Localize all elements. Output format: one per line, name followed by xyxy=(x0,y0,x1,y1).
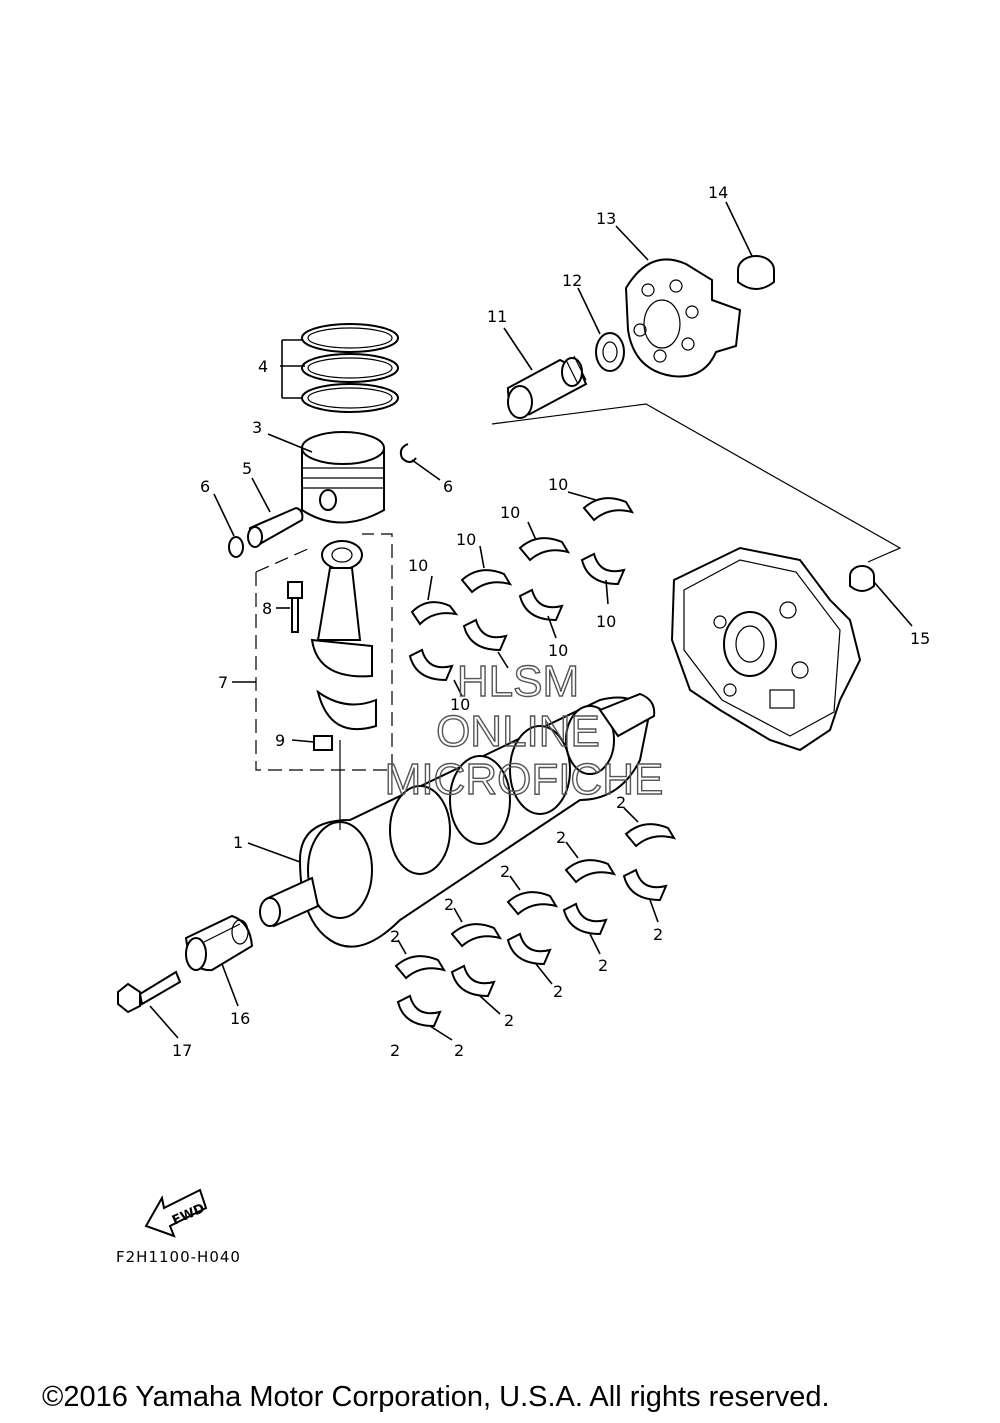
fwd-arrow: FWD xyxy=(144,1188,207,1238)
callout-15: 15 xyxy=(910,629,930,648)
diagram-code: F2H1100-H040 xyxy=(116,1248,241,1266)
callout-4: 4 xyxy=(258,357,268,376)
callout-3: 3 xyxy=(252,418,262,437)
callout-12: 12 xyxy=(562,271,582,290)
callout-10: 10 xyxy=(548,475,568,494)
callout-2: 2 xyxy=(444,895,454,914)
coupling-parts xyxy=(491,201,902,563)
callout-labels: 1 2 2 2 2 2 2 2 2 2 2 2 3 4 5 6 6 7 8 9 … xyxy=(172,183,930,1060)
callout-16: 16 xyxy=(230,1009,250,1028)
callout-2: 2 xyxy=(390,927,400,946)
callout-2: 2 xyxy=(454,1041,464,1060)
callout-2: 2 xyxy=(553,982,563,1001)
watermark-line-3: MICROFICHE xyxy=(385,755,664,804)
callout-10: 10 xyxy=(456,530,476,549)
callout-2: 2 xyxy=(616,793,626,812)
piston-pin xyxy=(247,477,304,548)
callout-13: 13 xyxy=(596,209,616,228)
lower-bearings xyxy=(394,807,677,1041)
watermark: HLSM ONLINE MICROFICHE xyxy=(384,656,664,804)
callout-10: 10 xyxy=(548,641,568,660)
copyright-notice: ©2016 Yamaha Motor Corporation, U.S.A. A… xyxy=(42,1381,830,1413)
crankshaft xyxy=(247,692,656,948)
callout-2: 2 xyxy=(598,956,608,975)
callout-2: 2 xyxy=(653,925,663,944)
watermark-line-2: ONLINE xyxy=(436,707,600,756)
piston-rings xyxy=(280,323,399,413)
callout-2: 2 xyxy=(390,1041,400,1060)
callout-14: 14 xyxy=(708,183,728,202)
callout-2: 2 xyxy=(556,828,566,847)
callout-17: 17 xyxy=(172,1041,192,1060)
callout-6: 6 xyxy=(200,477,210,496)
upper-bearings xyxy=(408,491,635,697)
callout-10: 10 xyxy=(408,556,428,575)
damper-and-bolt xyxy=(117,914,254,1039)
callout-9: 9 xyxy=(275,731,285,750)
piston xyxy=(267,431,385,524)
watermark-line-1: HLSM xyxy=(457,657,579,706)
callout-7: 7 xyxy=(218,673,228,692)
callout-10: 10 xyxy=(596,612,616,631)
callout-10: 10 xyxy=(500,503,520,522)
callout-5: 5 xyxy=(242,459,252,478)
crankcase-cover xyxy=(670,546,913,752)
callout-6: 6 xyxy=(443,477,453,496)
connecting-rod-assembly xyxy=(232,533,393,771)
callout-11: 11 xyxy=(487,307,507,326)
circlips xyxy=(213,443,441,558)
callout-2: 2 xyxy=(504,1011,514,1030)
callout-8: 8 xyxy=(262,599,272,618)
callout-2: 2 xyxy=(500,862,510,881)
callout-10: 10 xyxy=(450,695,470,714)
callout-1: 1 xyxy=(233,833,243,852)
